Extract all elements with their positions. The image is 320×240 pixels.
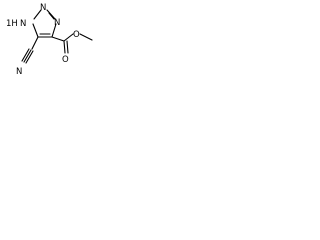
- bond-ccarbonyl-o-double-a: [63, 40, 66, 54]
- atom-label-o-ester: O: [73, 30, 80, 40]
- atom-label-n1: N: [20, 19, 26, 29]
- atom-label-n-nitrile: N: [16, 67, 22, 77]
- bond-c4-ccarbonyl: [51, 36, 65, 42]
- bond-nitrile-triple-c: [21, 48, 30, 62]
- structure-diagram: 1H N N N O O N: [6, 3, 93, 77]
- bond-ccarbonyl-o-double-b: [66, 40, 69, 54]
- bond-c5-n1: [32, 23, 39, 38]
- bond-nitrile-triple-a: [23, 49, 32, 63]
- bond-n1-n2: [33, 9, 42, 20]
- bond-n2-n3: [46, 9, 56, 20]
- bond-c5-cnitrile: [31, 36, 39, 50]
- atom-label-n2: N: [40, 3, 46, 13]
- bond-oester-methyl: [79, 33, 93, 41]
- bond-ccarbonyl-oester: [63, 33, 74, 42]
- atom-label-n3: N: [54, 18, 60, 28]
- atom-label-o-carbonyl: O: [62, 55, 69, 65]
- bond-nitrile-triple-b: [25, 50, 34, 64]
- bond-n3-n2-double: [48, 12, 55, 20]
- bond-n3-c4: [51, 23, 57, 38]
- atom-label-n1h-prefix: 1H: [6, 19, 18, 29]
